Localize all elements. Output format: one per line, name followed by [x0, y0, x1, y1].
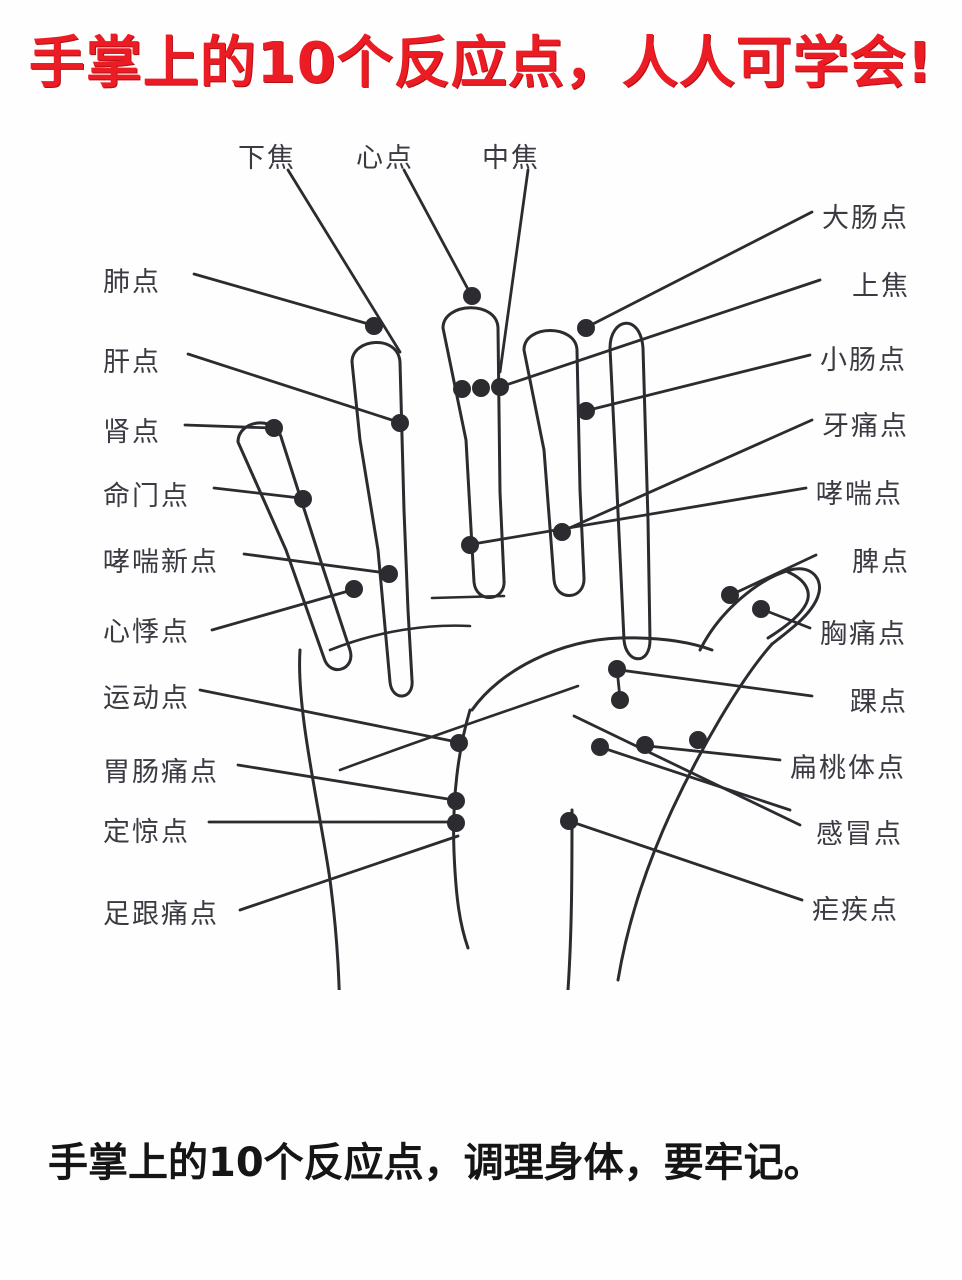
point-gandian [391, 414, 409, 432]
leader-weichangtong [236, 763, 456, 802]
leader-gandian [186, 352, 400, 424]
leader-xinjidian [210, 588, 354, 632]
right-hand-lower-edge [566, 808, 574, 990]
point-shendian [265, 419, 283, 437]
label-shangjiao: 上焦 [852, 271, 910, 302]
label-pidian: 脾点 [852, 547, 910, 578]
point-yatongdian [553, 523, 571, 541]
leader-biantaoti [646, 744, 782, 762]
footer-caption: 手掌上的10个反应点，调理身体，要牢记。 [48, 1140, 824, 1186]
point-xinjidian [345, 580, 363, 598]
point-xiaochuandian [461, 536, 479, 554]
point-nuejidian [560, 812, 578, 830]
point-dingjingdian [447, 814, 465, 832]
leader-pidian [731, 553, 818, 596]
label-xiongtongdian: 胸痛点 [820, 619, 907, 650]
palm-crease-upper [328, 624, 472, 652]
leader-ganmaodian [572, 714, 802, 827]
index-finger-outline [350, 341, 414, 698]
right-thumb-inner [766, 570, 810, 640]
point-dachangdian [577, 319, 595, 337]
label-xiaochuandian: 哮喘点 [816, 479, 903, 510]
leader-xiaochuandian [471, 486, 808, 546]
point-weichangtongdian [447, 792, 465, 810]
leader-zhongjiao [498, 168, 530, 374]
point-feidian [365, 317, 383, 335]
label-xiaochangdian: 小肠点 [820, 345, 907, 376]
page-title: 手掌上的10个反应点，人人可学会! [28, 31, 934, 96]
palm-crease-mid [338, 684, 580, 772]
leader-zugentong [238, 834, 460, 912]
leader-xiongtongdian [762, 608, 812, 630]
leader-xiajiao [286, 168, 402, 354]
label-zugentongdian: 足跟痛点 [103, 899, 219, 930]
point-shangjiao-b [472, 379, 490, 397]
label-nuejidian: 疟疾点 [812, 895, 899, 926]
thumb-outline-left [236, 421, 353, 671]
label-shendian: 肾点 [103, 417, 161, 448]
leader-xindian [402, 168, 472, 295]
label-biantaotidian: 扁桃体点 [790, 753, 906, 784]
point-xiaochuanxindian [380, 565, 398, 583]
palm-crease-knuckle [430, 594, 506, 600]
leader-shendian [183, 423, 274, 430]
leader-nuejidian [570, 820, 804, 902]
leader-xiaochuanxin [242, 552, 388, 575]
point-xiaochangdian [577, 402, 595, 420]
label-yatongdian: 牙痛点 [822, 411, 909, 442]
leader-biantaoti-b [598, 745, 792, 812]
leader-yatongdian [563, 418, 814, 532]
label-mingmendian: 命门点 [103, 481, 190, 512]
label-ganmaodian: 感冒点 [816, 819, 903, 850]
label-huaidian: 踝点 [850, 687, 908, 718]
point-xiongtongdian [752, 600, 770, 618]
little-finger-outline [608, 321, 652, 661]
point-biantaotidian-c [689, 731, 707, 749]
label-xiajiao: 下焦 [238, 143, 296, 174]
point-shangjiao-c [453, 380, 471, 398]
label-xiaochuanxindian: 哮喘新点 [103, 547, 219, 578]
leader-huaidian [618, 668, 814, 698]
hand-left-edge [298, 648, 341, 990]
label-dingjingdian: 定惊点 [103, 817, 190, 848]
label-xindian: 心点 [356, 143, 414, 174]
leader-mingmendian [212, 486, 302, 500]
label-feidian: 肺点 [103, 267, 161, 298]
point-xindian [463, 287, 481, 305]
leader-yundongdian [198, 688, 459, 744]
point-huaidian-b [611, 691, 629, 709]
leader-feidian [192, 272, 374, 327]
point-mingmendian [294, 490, 312, 508]
leader-shangjiao [504, 278, 822, 387]
label-dachangdian: 大肠点 [822, 203, 909, 234]
ring-finger-outline [522, 329, 586, 597]
hand-diagram-svg [183, 168, 822, 990]
label-weichangtongdian: 胃肠痛点 [103, 757, 219, 788]
label-gandian: 肝点 [103, 347, 161, 378]
middle-finger-outline [441, 306, 506, 599]
right-hand-edge [616, 642, 774, 982]
point-shangjiao-a [491, 378, 509, 396]
leader-dachangdian [587, 210, 814, 328]
thenar-arc [470, 636, 714, 712]
point-yundongdian [450, 734, 468, 752]
hand-diagram: 下焦 心点 中焦 肺点 肝点 肾点 命门点 哮喘新点 心悸点 运动点 胃肠痛点 … [0, 110, 962, 990]
point-pidian [721, 586, 739, 604]
leader-xiaochangdian [587, 353, 812, 412]
label-xinjidian: 心悸点 [103, 617, 190, 648]
label-zhongjiao: 中焦 [482, 143, 540, 174]
right-thumb-outline [698, 567, 821, 652]
label-yundongdian: 运动点 [103, 683, 190, 714]
